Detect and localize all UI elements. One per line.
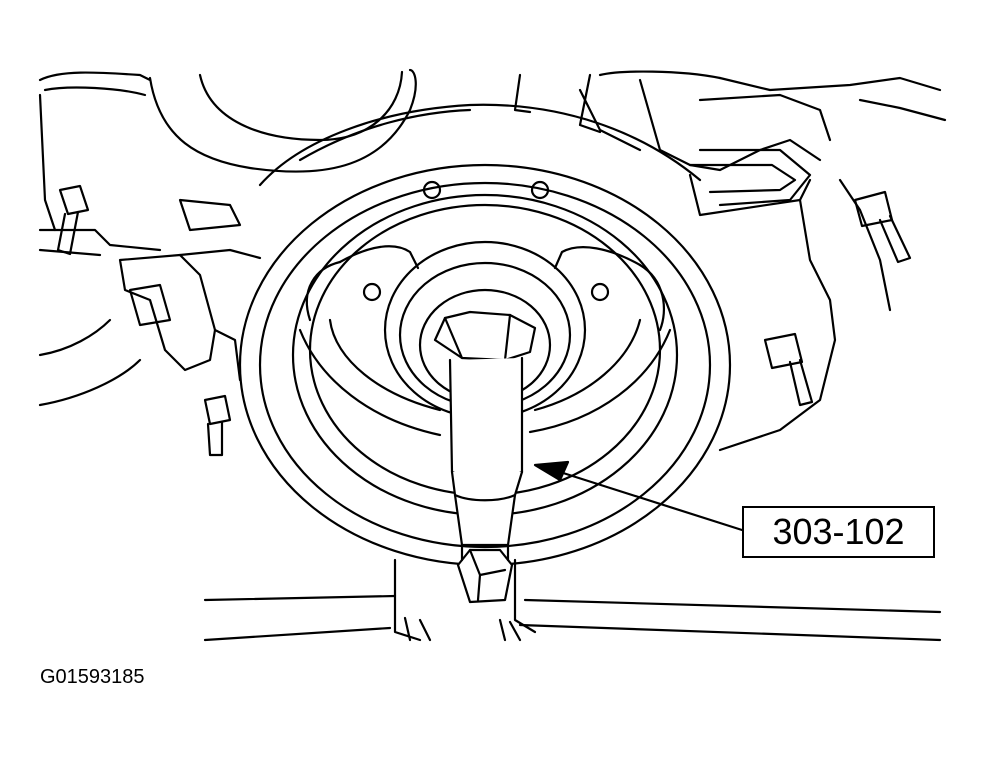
tool-callout-label: 303-102 (742, 506, 935, 558)
coolant-pipe (513, 73, 812, 207)
right-upper-stud (853, 190, 912, 264)
right-lower-stud (763, 332, 814, 407)
left-bracket (118, 198, 262, 382)
timing-cover-edge (258, 103, 702, 187)
left-lower-stud (203, 394, 232, 457)
engine-block-outline (38, 68, 947, 642)
left-stud (56, 184, 90, 256)
figure-id: G01593185 (40, 666, 145, 688)
tool-number-text: 303-102 (772, 511, 905, 552)
callout-leader-arrow (533, 460, 744, 532)
special-tool-303-102 (433, 310, 537, 604)
timing-cover-edge-2 (298, 108, 472, 162)
pulley-holes (362, 180, 610, 302)
